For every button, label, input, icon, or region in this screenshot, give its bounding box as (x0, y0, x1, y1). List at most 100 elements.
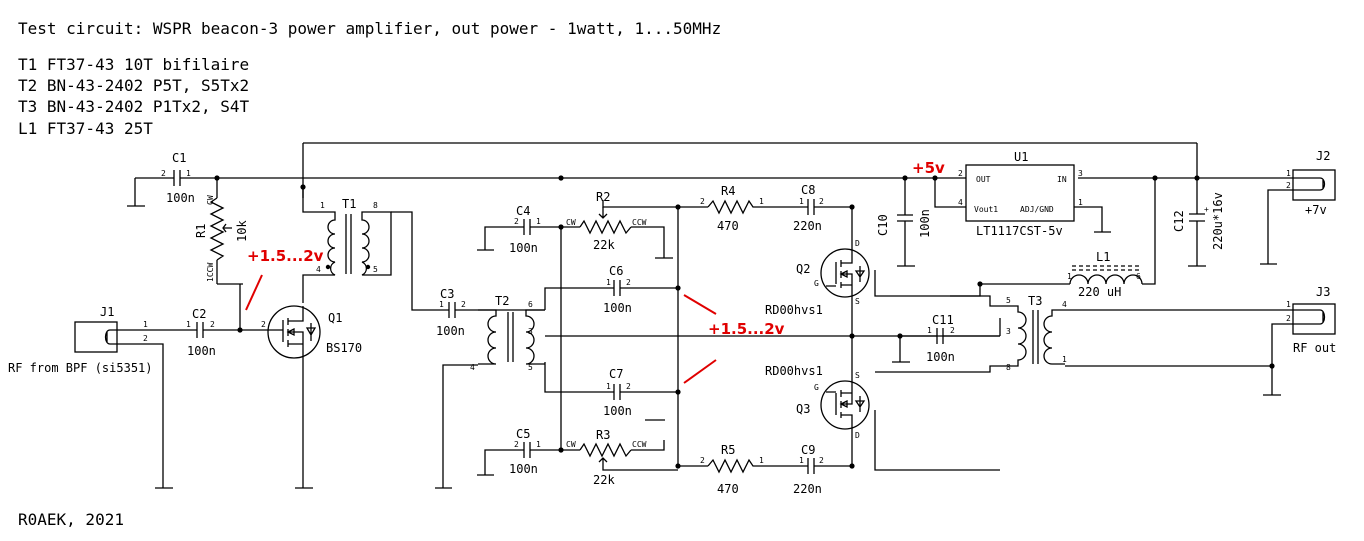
resistor-r4: R4 470 2 1 (700, 184, 764, 233)
svg-text:1: 1 (143, 320, 148, 329)
c2-ref: C2 (192, 307, 206, 321)
svg-text:8: 8 (1006, 363, 1011, 372)
svg-text:1: 1 (1062, 355, 1067, 364)
potentiometer-r2: R2 22k CW CCW (566, 190, 647, 252)
capacitor-c10: C10 100n (876, 204, 932, 238)
svg-text:2: 2 (700, 456, 705, 465)
u1-value: LT1117CST-5v (976, 224, 1063, 238)
c8-value: 220n (793, 219, 822, 233)
c4-ref: C4 (516, 204, 530, 218)
svg-text:G: G (814, 279, 819, 288)
connector-j2: J2 +7v 1 2 (1286, 149, 1336, 217)
svg-text:CCW: CCW (632, 218, 647, 227)
svg-text:1: 1 (1286, 300, 1291, 309)
svg-text:5: 5 (528, 363, 533, 372)
transformer-t3: T3 5 3 8 4 1 (1000, 294, 1067, 372)
j2-ref: J2 (1316, 149, 1330, 163)
inductor-l1: L1 220 uH 1 6 (1067, 250, 1143, 299)
r5-ref: R5 (721, 443, 735, 457)
c11-ref: C11 (932, 313, 954, 327)
r3-value: 22k (593, 473, 615, 487)
svg-text:3: 3 (1006, 327, 1011, 336)
c12-ref: C12 (1172, 210, 1186, 232)
red-annotations: +1.5...2v +1.5...2v +5v (245, 159, 945, 384)
q2-ref: Q2 (796, 262, 810, 276)
potentiometer-r1: R1 10k CW 1CCW (194, 195, 249, 282)
svg-text:5: 5 (1006, 296, 1011, 305)
junction-dots (214, 175, 1275, 469)
capacitor-c12: + C12 220u*16v (1172, 192, 1225, 250)
svg-text:Vout1: Vout1 (974, 205, 998, 214)
svg-text:G: G (814, 383, 819, 392)
svg-text:4: 4 (316, 265, 321, 274)
note-l1: L1 FT37-43 25T (18, 119, 153, 138)
regulator-u1: U1 LT1117CST-5v OUT IN Vout1 ADJ/GND 2 3… (958, 150, 1083, 238)
c12-value: 220u*16v (1211, 192, 1225, 250)
svg-text:1: 1 (1078, 198, 1083, 207)
c11-value: 100n (926, 350, 955, 364)
c6-ref: C6 (609, 264, 623, 278)
potentiometer-r3: R3 22k CW CCW (566, 428, 647, 487)
svg-text:2: 2 (210, 320, 215, 329)
j1-label: RF from BPF (si5351) (8, 361, 153, 375)
capacitor-c9: C9 220n 1 2 (793, 443, 827, 496)
svg-text:CW: CW (566, 218, 576, 227)
svg-text:2: 2 (626, 278, 631, 287)
r3-ref: R3 (596, 428, 610, 442)
r2-ref: R2 (596, 190, 610, 204)
svg-text:+: + (1204, 205, 1209, 214)
c7-ref: C7 (609, 367, 623, 381)
t1-ref: T1 (342, 197, 356, 211)
mosfet-q2: Q2 RD00hvs1 G D S (765, 239, 870, 317)
t2-ref: T2 (495, 294, 509, 308)
c10-value: 100n (918, 209, 932, 238)
r1-value: 10k (235, 220, 249, 242)
note-t3: T3 BN-43-2402 P1Tx2, S4T (18, 97, 250, 116)
capacitor-c6: C6 100n 1 2 (603, 264, 632, 315)
svg-text:1: 1 (1067, 272, 1072, 281)
svg-text:2: 2 (958, 169, 963, 178)
r1-ref: R1 (194, 224, 208, 238)
svg-text:1: 1 (320, 201, 325, 210)
svg-text:D: D (855, 239, 860, 248)
c3-ref: C3 (440, 287, 454, 301)
svg-text:3: 3 (528, 327, 533, 336)
svg-text:2: 2 (626, 382, 631, 391)
connector-j3: J3 RF out 1 2 (1286, 285, 1336, 355)
capacitor-c4: C4 100n 2 1 (509, 204, 543, 255)
svg-text:1CCW: 1CCW (206, 263, 215, 282)
svg-text:4: 4 (1062, 300, 1067, 309)
c9-ref: C9 (801, 443, 815, 457)
c5-ref: C5 (516, 427, 530, 441)
transformer-t1: T1 1 8 4 5 (316, 197, 380, 276)
c4-value: 100n (509, 241, 538, 255)
l1-ref: L1 (1096, 250, 1110, 264)
svg-text:ADJ/GND: ADJ/GND (1020, 205, 1054, 214)
svg-text:2: 2 (143, 334, 148, 343)
c5-value: 100n (509, 462, 538, 476)
svg-text:2: 2 (514, 440, 519, 449)
j2-label: +7v (1305, 203, 1327, 217)
q2-value: RD00hvs1 (765, 303, 823, 317)
c3-value: 100n (436, 324, 465, 338)
svg-text:2: 2 (514, 217, 519, 226)
mosfet-q3: Q3 RD00hvs1 G S D (765, 364, 870, 440)
r4-ref: R4 (721, 184, 735, 198)
svg-text:1: 1 (186, 320, 191, 329)
resistor-r5: R5 470 2 1 (700, 443, 764, 496)
note-t2: T2 BN-43-2402 P5T, S5Tx2 (18, 76, 249, 95)
c9-value: 220n (793, 482, 822, 496)
svg-text:6: 6 (528, 300, 533, 309)
svg-text:S: S (855, 371, 860, 380)
bias-q23-label: +1.5...2v (708, 320, 785, 338)
c1-value: 100n (166, 191, 195, 205)
svg-text:2: 2 (950, 326, 955, 335)
svg-text:1: 1 (606, 278, 611, 287)
svg-text:IN: IN (1057, 175, 1067, 184)
svg-text:OUT: OUT (976, 175, 991, 184)
svg-text:2: 2 (819, 197, 824, 206)
q3-ref: Q3 (796, 402, 810, 416)
j3-ref: J3 (1316, 285, 1330, 299)
svg-text:2: 2 (461, 300, 466, 309)
